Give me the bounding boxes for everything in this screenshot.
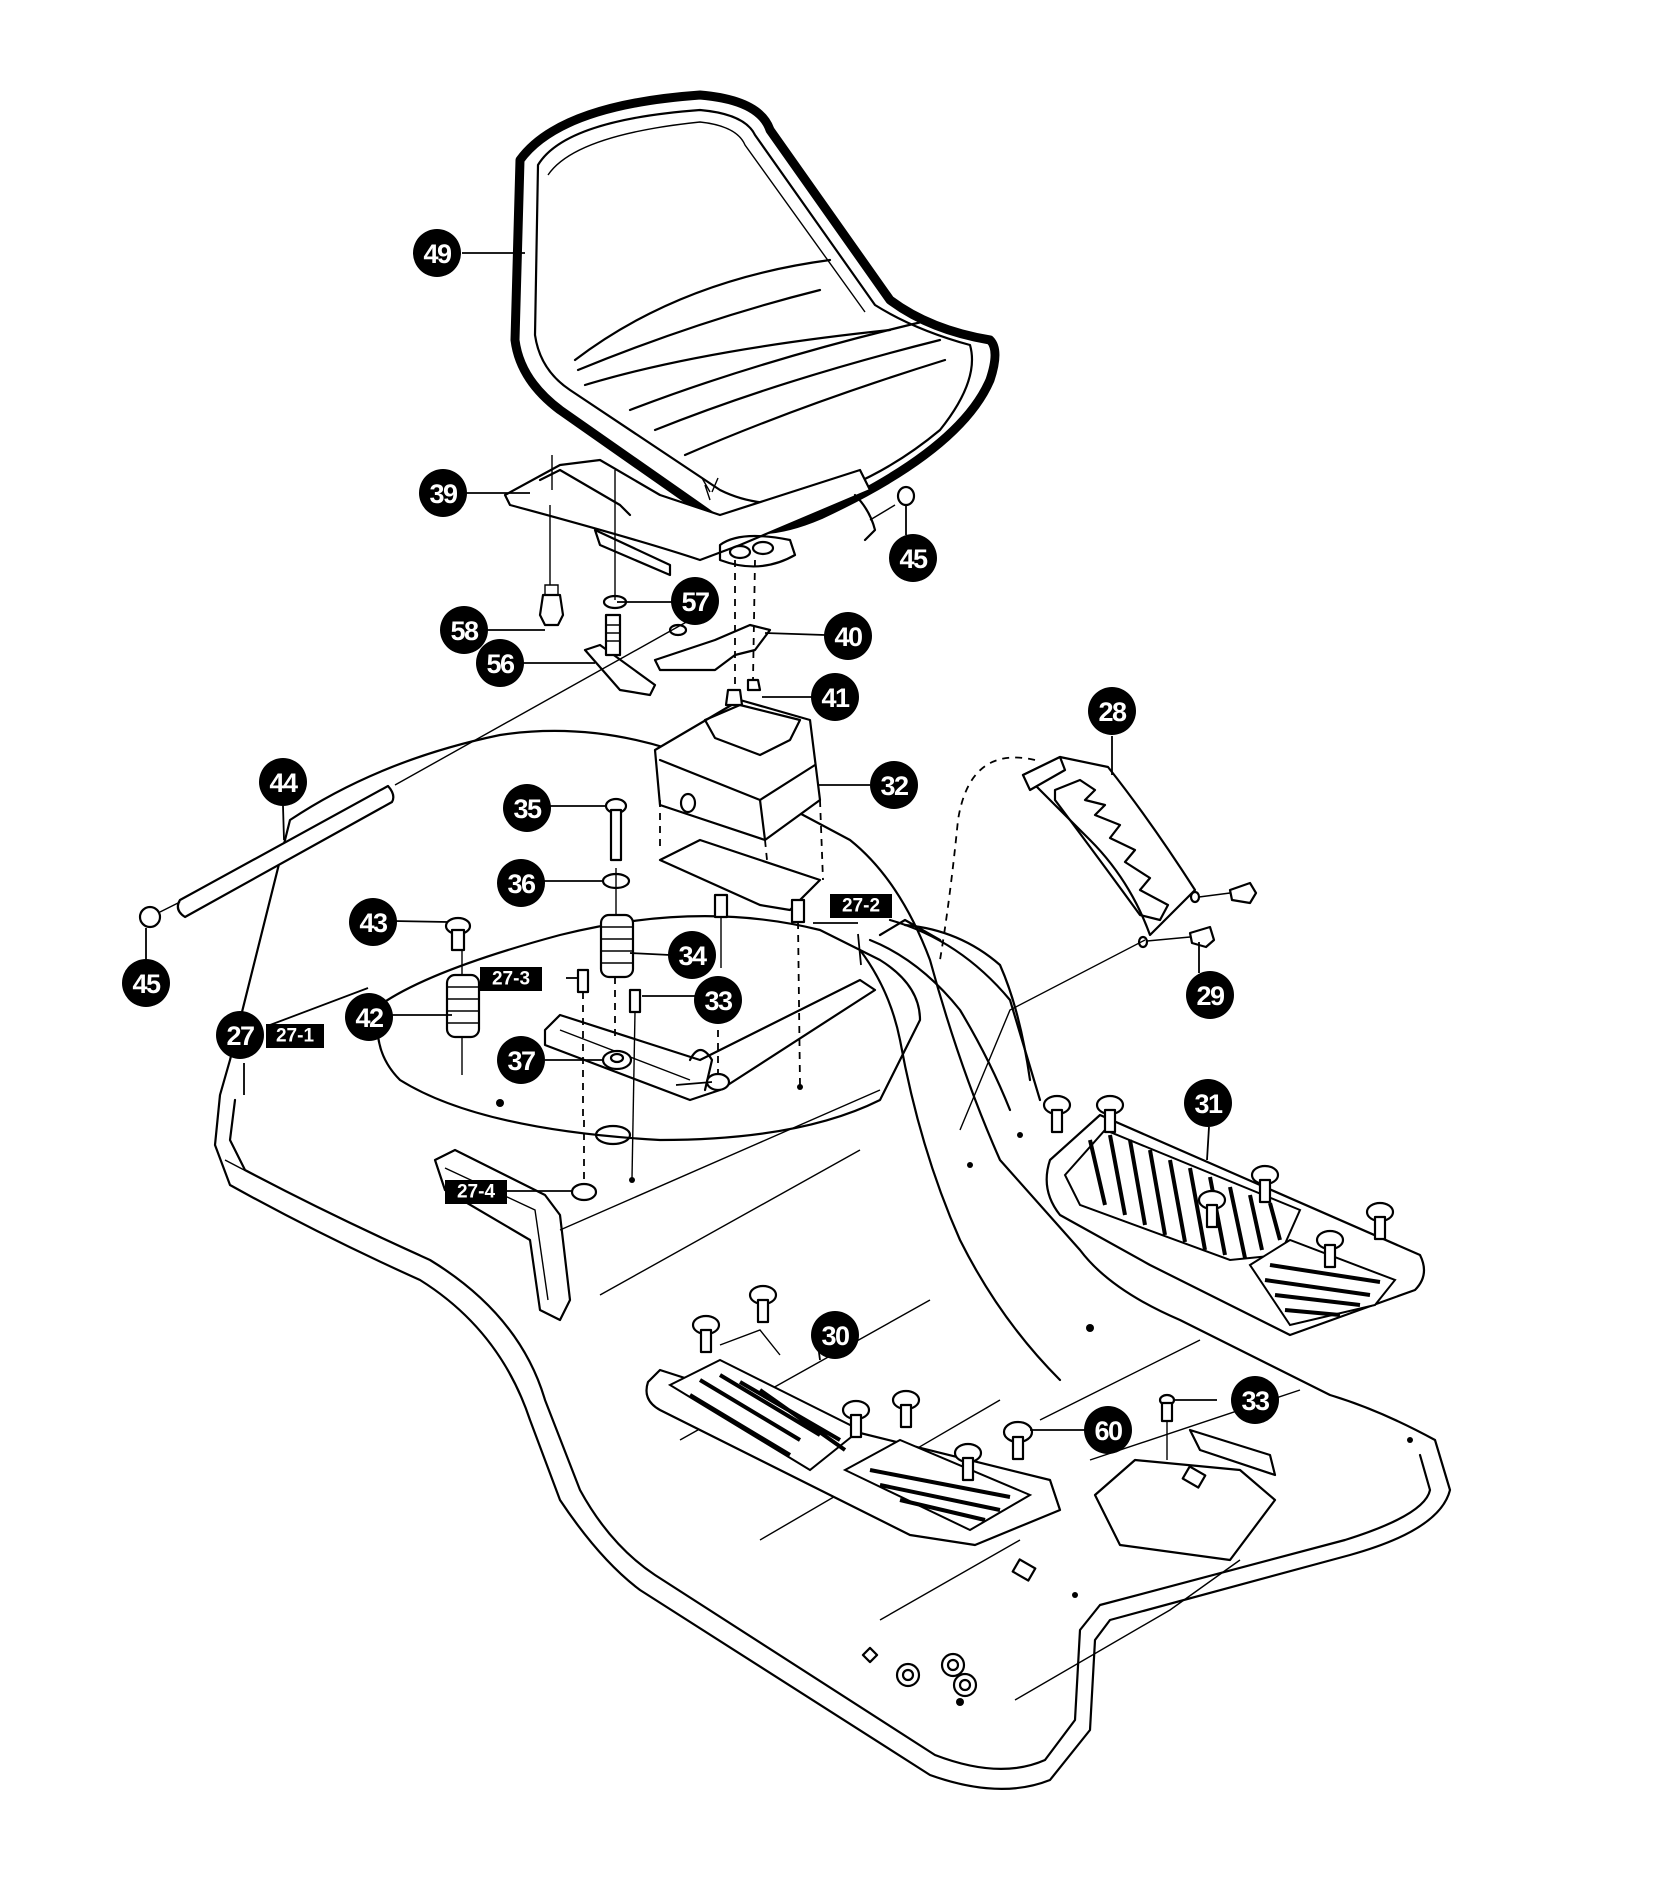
seat-mount-cover [653, 698, 824, 912]
push-rivets-right [1042, 1094, 1395, 1269]
push-rivets-left [691, 1284, 1034, 1482]
nut-27-4 [570, 1120, 598, 1202]
svg-text:33: 33 [704, 986, 733, 1016]
callout-56[interactable]: 56 [476, 639, 524, 687]
nut-37 [601, 1049, 633, 1071]
svg-text:58: 58 [450, 616, 479, 646]
svg-text:42: 42 [355, 1003, 383, 1033]
stud-bolts-41 [724, 559, 762, 707]
svg-text:28: 28 [1098, 697, 1127, 727]
svg-text:29: 29 [1196, 981, 1225, 1011]
callout-29[interactable]: 29 [1186, 971, 1234, 1019]
callout-33-lower[interactable]: 33 [1231, 1376, 1279, 1424]
callout-31[interactable]: 31 [1184, 1079, 1232, 1127]
svg-text:34: 34 [678, 941, 707, 971]
svg-text:27-4: 27-4 [457, 1182, 495, 1203]
svg-text:27-2: 27-2 [842, 896, 880, 917]
svg-text:44: 44 [269, 768, 298, 798]
rod-end-cap-right [869, 485, 916, 521]
callout-37[interactable]: 37 [497, 1036, 545, 1084]
washer-36 [601, 868, 631, 915]
callout-30[interactable]: 30 [811, 1311, 859, 1359]
pivot-rod [138, 619, 691, 929]
svg-text:40: 40 [834, 622, 862, 652]
svg-text:27-3: 27-3 [492, 969, 530, 990]
spring-42 [445, 940, 481, 1075]
svg-text:35: 35 [513, 794, 542, 824]
seat-pan-bracket [503, 455, 877, 600]
bolt-35 [604, 797, 628, 862]
bolt-43 [444, 916, 472, 952]
svg-text:37: 37 [507, 1046, 535, 1076]
callout-58[interactable]: 58 [440, 606, 488, 654]
callout-32[interactable]: 32 [870, 761, 918, 809]
callout-35[interactable]: 35 [503, 784, 551, 832]
height-adjust-plate [939, 755, 1201, 961]
callout-45-left[interactable]: 45 [122, 959, 170, 1007]
leader-lines [145, 252, 1217, 1431]
tag-27-4[interactable]: 27-4 [445, 1180, 507, 1204]
callout-45-right[interactable]: 45 [889, 534, 937, 582]
svg-text:32: 32 [880, 771, 908, 801]
bolt-33-floor [1158, 1393, 1176, 1460]
svg-text:60: 60 [1094, 1416, 1122, 1446]
screws-29 [959, 881, 1258, 1131]
callout-43[interactable]: 43 [349, 898, 397, 946]
right-footrest-mat [1045, 1113, 1426, 1337]
tag-27-3[interactable]: 27-3 [480, 967, 542, 991]
slide-plate [653, 623, 772, 672]
callout-44[interactable]: 44 [259, 758, 307, 806]
seat [510, 90, 1000, 535]
callout-57[interactable]: 57 [671, 577, 719, 625]
callout-34[interactable]: 34 [668, 931, 716, 979]
callout-41[interactable]: 41 [811, 673, 859, 721]
tag-27-1[interactable]: 27-1 [266, 1024, 324, 1048]
callout-36[interactable]: 36 [497, 859, 545, 907]
callout-40[interactable]: 40 [824, 612, 872, 660]
svg-text:27-1: 27-1 [276, 1026, 314, 1047]
callout-39[interactable]: 39 [419, 469, 467, 517]
svg-text:27: 27 [226, 1021, 254, 1051]
svg-text:39: 39 [429, 479, 458, 509]
seat-adjust-knob [583, 613, 657, 697]
fender-body [213, 729, 1452, 1790]
svg-text:43: 43 [359, 908, 388, 938]
spring-34 [599, 913, 635, 1040]
svg-text:49: 49 [423, 239, 452, 269]
left-footrest-mat [645, 1329, 1062, 1547]
callout-49[interactable]: 49 [413, 229, 461, 277]
svg-text:31: 31 [1194, 1089, 1223, 1119]
seat-switch [538, 584, 565, 627]
svg-text:56: 56 [486, 649, 515, 679]
callout-42[interactable]: 42 [345, 993, 393, 1041]
callout-33-upper[interactable]: 33 [694, 976, 742, 1024]
svg-text:45: 45 [899, 544, 928, 574]
svg-text:36: 36 [507, 869, 536, 899]
svg-text:57: 57 [681, 587, 709, 617]
svg-text:45: 45 [132, 969, 161, 999]
svg-text:33: 33 [1241, 1386, 1270, 1416]
callout-60[interactable]: 60 [1084, 1406, 1132, 1454]
svg-text:30: 30 [821, 1321, 849, 1351]
callout-27[interactable]: 27 [216, 1011, 264, 1059]
callout-28[interactable]: 28 [1088, 687, 1136, 735]
svg-text:41: 41 [821, 683, 850, 713]
tag-27-2[interactable]: 27-2 [830, 894, 892, 918]
